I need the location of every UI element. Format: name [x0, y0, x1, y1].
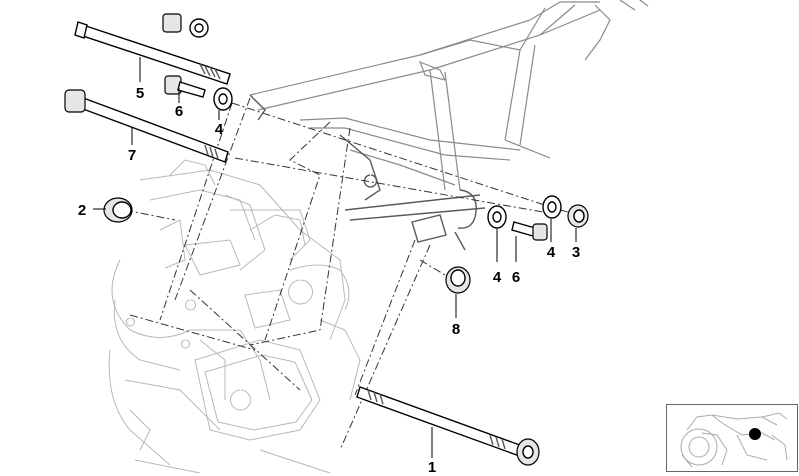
- label-part-8: 8: [452, 321, 460, 338]
- label-part-2: 2: [78, 202, 86, 219]
- part-4-washer-right-lower: [487, 205, 507, 229]
- part-top-nut-washer: [162, 13, 209, 38]
- label-part-4-upper: 4: [215, 121, 224, 138]
- label-part-5: 5: [136, 85, 144, 102]
- label-part-4-lower-left: 4: [493, 269, 502, 286]
- part-1-long-bolt: [356, 386, 529, 459]
- motorcycle-frame: [249, 0, 649, 251]
- part-labels: 1 2 3 4 4 4 5 6 6 7 8: [78, 85, 580, 473]
- label-part-1: 1: [428, 459, 436, 473]
- part-6-short-bolt-lower: [511, 221, 548, 241]
- locator-inset: [666, 404, 798, 472]
- part-4-washer-upper: [213, 87, 233, 111]
- alignment-lines: [124, 97, 581, 451]
- part-5-long-bolt: [74, 21, 231, 85]
- label-part-6-upper: 6: [175, 103, 183, 120]
- label-part-4-lower-right: 4: [547, 244, 556, 261]
- part-1-nut: [516, 438, 540, 466]
- part-7-long-bolt: [64, 89, 229, 163]
- motorcycle-thumbnail-icon: [680, 412, 788, 468]
- label-part-6-lower: 6: [512, 269, 520, 286]
- leader-lines: [93, 57, 577, 458]
- part-6-short-bolt-upper: [164, 75, 206, 98]
- part-2-nut: [103, 197, 133, 223]
- part-8-nut: [445, 266, 471, 294]
- label-part-7: 7: [128, 147, 136, 164]
- part-3-nut: [567, 204, 589, 228]
- engine-block: [108, 159, 361, 473]
- part-4-washer-right-upper: [542, 195, 562, 219]
- location-marker-icon: [749, 428, 761, 440]
- label-part-3: 3: [572, 244, 580, 261]
